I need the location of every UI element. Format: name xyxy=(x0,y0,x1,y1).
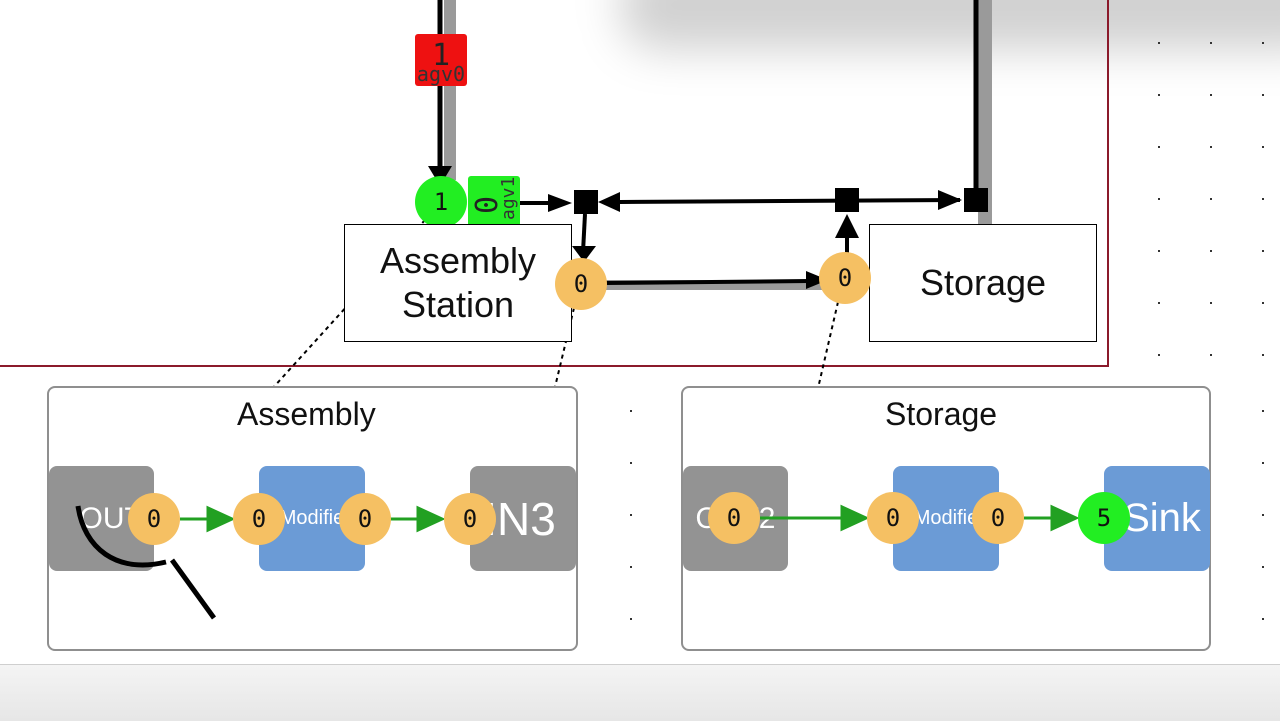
grid-dot xyxy=(1210,302,1212,304)
grid-dot xyxy=(1210,146,1212,148)
assembly-in-token[interactable]: 0 xyxy=(128,493,180,545)
grid-dot xyxy=(1158,302,1160,304)
grid-dot xyxy=(630,514,632,516)
status-bar xyxy=(0,664,1280,721)
grid-dot xyxy=(1158,198,1160,200)
storage-modifier-out-token[interactable]: 0 xyxy=(972,492,1024,544)
assembly-modifier-in-token-value: 0 xyxy=(251,505,267,533)
overlay-shadow xyxy=(620,0,1280,50)
assembly-station-token[interactable]: 0 xyxy=(555,258,607,310)
assembly-station-line1: Assembly xyxy=(379,240,537,281)
grid-dot xyxy=(1262,198,1264,200)
station-token[interactable]: 1 xyxy=(415,176,467,228)
grid-dot xyxy=(1262,514,1264,516)
grid-dot xyxy=(630,462,632,464)
grid-dot xyxy=(1158,42,1160,44)
grid-dot xyxy=(1262,146,1264,148)
assembly-station-line2: Station xyxy=(401,284,515,325)
grid-dot xyxy=(1158,94,1160,96)
assembly-out-node[interactable]: IN3 xyxy=(470,466,576,571)
assembly-modifier-out-token[interactable]: 0 xyxy=(339,493,391,545)
storage-modifier-out-token-value: 0 xyxy=(990,504,1006,532)
assembly-out-token[interactable]: 0 xyxy=(444,493,496,545)
grid-dot xyxy=(1210,198,1212,200)
assembly-station-token-value: 0 xyxy=(573,270,589,298)
assembly-out-node-label: IN3 xyxy=(484,492,556,545)
storage-station-token[interactable]: 0 xyxy=(819,252,871,304)
grid-dot xyxy=(1262,618,1264,620)
storage-panel-title: Storage xyxy=(885,396,998,432)
agv0-count: 1 xyxy=(431,38,451,73)
assembly-modifier-in-token[interactable]: 0 xyxy=(233,493,285,545)
grid-dot xyxy=(1262,302,1264,304)
grid-dot xyxy=(1210,94,1212,96)
storage-station-box[interactable]: Storage xyxy=(869,224,1097,342)
storage-modifier-label: Modifie xyxy=(913,507,979,529)
storage-station-label: Storage xyxy=(919,262,1047,303)
grid-dot xyxy=(1262,94,1264,96)
grid-dot xyxy=(1158,250,1160,252)
assembly-panel-title: Assembly xyxy=(237,396,376,432)
assembly-station-box[interactable]: Assembly Station xyxy=(344,224,572,342)
grid-dot xyxy=(1210,250,1212,252)
storage-modifier-in-token[interactable]: 0 xyxy=(867,492,919,544)
assembly-modifier-label: Modifie xyxy=(279,507,345,529)
grid-dot xyxy=(1262,250,1264,252)
grid-dot xyxy=(630,566,632,568)
storage-sink-label: Sink xyxy=(1123,496,1201,540)
grid-dot xyxy=(1262,354,1264,356)
storage-sink-token-value: 5 xyxy=(1096,504,1112,532)
grid-dot xyxy=(1210,42,1212,44)
grid-dot xyxy=(1158,146,1160,148)
grid-dot xyxy=(1262,462,1264,464)
region-border-right xyxy=(1107,0,1109,367)
grid-dot xyxy=(1210,354,1212,356)
assembly-in-token-value: 0 xyxy=(146,505,162,533)
grid-dot xyxy=(1262,42,1264,44)
station-token-value: 1 xyxy=(433,188,449,216)
grid-dot xyxy=(1158,354,1160,356)
storage-sink-token[interactable]: 5 xyxy=(1078,492,1130,544)
grid-dot xyxy=(630,618,632,620)
assembly-out-token-value: 0 xyxy=(462,505,478,533)
assembly-modifier-out-token-value: 0 xyxy=(357,505,373,533)
grid-dot xyxy=(1262,410,1264,412)
agv0-vehicle[interactable]: 1 agv0 xyxy=(415,34,467,86)
region-border xyxy=(0,365,1109,367)
storage-modifier-in-token-value: 0 xyxy=(885,504,901,532)
storage-in-token[interactable]: 0 xyxy=(708,492,760,544)
storage-in-token-value: 0 xyxy=(726,504,742,532)
grid-dot xyxy=(630,410,632,412)
storage-station-token-value: 0 xyxy=(837,264,853,292)
agv0-name: agv0 xyxy=(416,62,466,86)
grid-dot xyxy=(1262,566,1264,568)
agv1-vehicle[interactable]: 0 agv1 xyxy=(468,176,520,228)
